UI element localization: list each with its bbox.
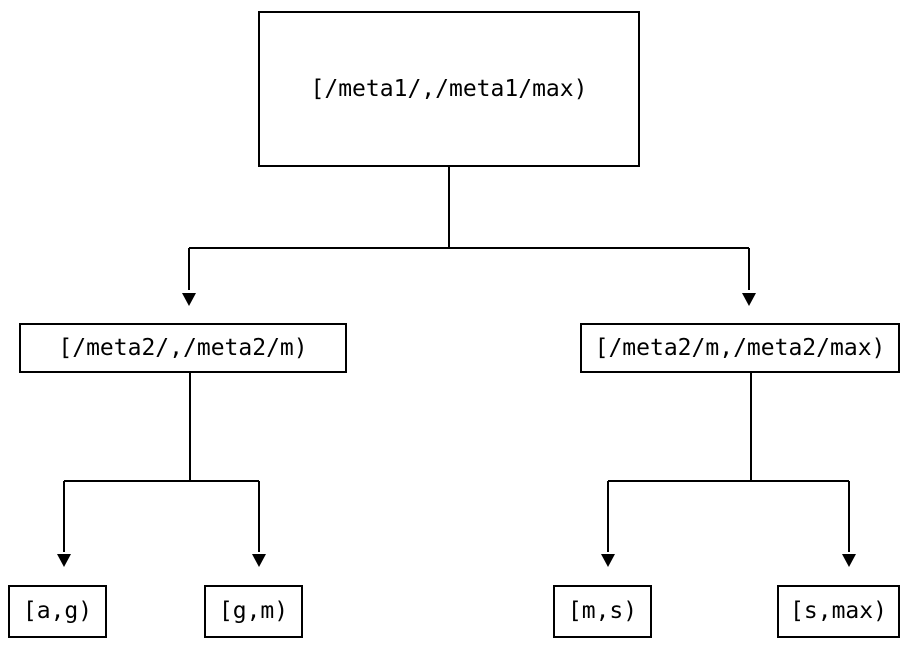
node-leaf-m-s[interactable]: [m,s) <box>553 585 652 638</box>
node-root[interactable]: [/meta1/,/meta1/max) <box>258 11 640 167</box>
node-mid-right[interactable]: [/meta2/m,/meta2/max) <box>580 323 900 373</box>
arrowhead-to-leaf-smax <box>842 554 856 567</box>
arrowhead-to-leaf-ms <box>601 554 615 567</box>
node-root-label: [/meta1/,/meta1/max) <box>310 75 588 102</box>
arrowhead-to-mid-right <box>742 293 756 306</box>
node-mid-left-label: [/meta2/,/meta2/m) <box>58 334 308 361</box>
node-mid-right-label: [/meta2/m,/meta2/max) <box>594 334 886 361</box>
arrowhead-to-mid-left <box>182 293 196 306</box>
node-leaf-m-s-label: [m,s) <box>567 598 638 624</box>
node-mid-left[interactable]: [/meta2/,/meta2/m) <box>19 323 347 373</box>
node-leaf-g-m[interactable]: [g,m) <box>204 585 303 638</box>
arrowhead-to-leaf-gm <box>252 554 266 567</box>
node-leaf-s-max-label: [s,max) <box>790 598 887 624</box>
node-leaf-s-max[interactable]: [s,max) <box>777 585 900 638</box>
node-leaf-a-g[interactable]: [a,g) <box>8 585 107 638</box>
arrowhead-to-leaf-ag <box>57 554 71 567</box>
node-leaf-g-m-label: [g,m) <box>218 598 289 624</box>
node-leaf-a-g-label: [a,g) <box>22 598 93 624</box>
